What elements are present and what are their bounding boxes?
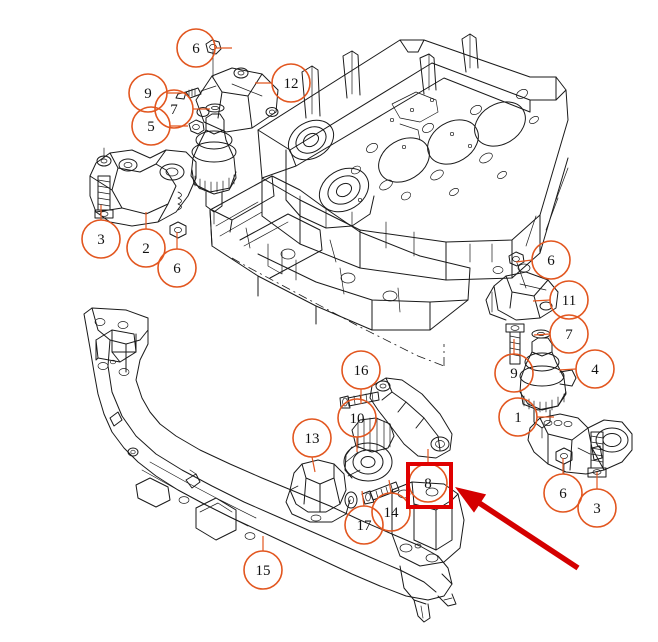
callout-number-label: 6 [173,261,181,277]
callout-6[interactable]: 6 [543,458,583,513]
callout-circle[interactable] [176,28,216,68]
callout-number-label: 9 [144,86,152,102]
callout-number-label: 6 [192,41,200,57]
callout-circle[interactable] [549,280,589,320]
callout-number-label: 14 [384,505,400,521]
arrow-head [455,487,487,513]
callout-17[interactable]: 17 [344,490,384,545]
callout-number-label: 10 [350,411,365,427]
callout-circle[interactable] [292,418,332,458]
left-engine-mount-group [89,39,279,239]
callout-leader-line [558,368,577,371]
callout-5[interactable]: 5 [131,106,188,146]
callout-2[interactable]: 2 [126,212,166,268]
callout-number-label: 15 [256,563,271,579]
front-subframe-illustration [83,307,465,623]
callout-circle[interactable] [531,240,571,280]
callout-leader-line [533,333,551,336]
callout-number-label: 17 [357,518,373,534]
callout-6[interactable]: 6 [157,232,197,288]
callout-circle[interactable] [344,505,384,545]
pendulum-support-group [285,377,453,523]
callout-circle[interactable] [271,63,311,103]
callout-number-label: 11 [562,293,576,309]
callout-number-label: 13 [305,431,320,447]
callout-circle[interactable] [337,398,377,438]
callout-6[interactable]: 6 [176,28,232,68]
callout-circle[interactable] [543,473,583,513]
arrow-shaft [473,497,580,571]
callout-number-label: 9 [510,366,518,382]
callout-number-label: 2 [142,241,150,257]
callout-circle[interactable] [575,349,615,389]
callout-leader-line [388,479,392,494]
callout-number-label: 3 [97,232,105,248]
callout-circle[interactable] [157,248,197,288]
callout-number-label: 3 [593,501,601,517]
callout-number-label: 6 [547,253,555,269]
callout-leader-line [532,299,551,302]
callout-4[interactable]: 4 [558,349,615,389]
callout-1[interactable]: 1 [498,397,554,437]
callout-number-label: 6 [559,486,567,502]
callout-circle[interactable] [154,89,194,129]
callout-circle[interactable] [577,488,617,528]
callout-6[interactable]: 6 [515,240,571,280]
callout-7[interactable]: 7 [533,314,589,354]
callout-3[interactable]: 3 [81,205,121,259]
callout-leader-line [311,456,316,473]
callout-circle[interactable] [243,550,283,590]
callout-number-label: 7 [565,327,573,343]
oil-pan-illustration [209,175,471,367]
callout-circle[interactable] [494,353,534,393]
callout-circle[interactable] [128,73,168,113]
callout-9[interactable]: 9 [494,339,534,393]
callout-number-label: 7 [170,102,178,118]
callout-circle[interactable] [131,106,171,146]
callout-3[interactable]: 3 [577,472,617,528]
callout-circle[interactable] [371,492,411,532]
callout-12[interactable]: 12 [255,63,311,103]
callout-number-label: 5 [147,119,155,135]
callout-circle[interactable] [81,219,121,259]
callout-circle[interactable] [126,228,166,268]
callout-leader-line [361,490,365,507]
callout-15[interactable]: 15 [243,536,283,590]
callout-number-label: 1 [514,410,522,426]
engine-block-illustration [257,33,569,281]
callout-circle[interactable] [498,397,538,437]
callout-13[interactable]: 13 [292,418,332,473]
callout-16[interactable]: 16 [341,350,381,404]
callout-circle[interactable] [341,350,381,390]
right-engine-mount-group [485,251,633,478]
callout-number-label: 4 [591,362,599,378]
callout-leader-line [515,259,533,263]
callout-14[interactable]: 14 [371,479,411,532]
callout-7[interactable]: 7 [154,89,210,129]
callout-10[interactable]: 10 [337,398,377,452]
callout-circle[interactable] [549,314,589,354]
callout-number-label: 16 [354,363,370,379]
highlight-box-part-8[interactable] [406,462,453,509]
callout-number-label: 8 [424,476,432,492]
callout-11[interactable]: 11 [532,280,589,320]
callout-number-label: 12 [284,76,299,92]
